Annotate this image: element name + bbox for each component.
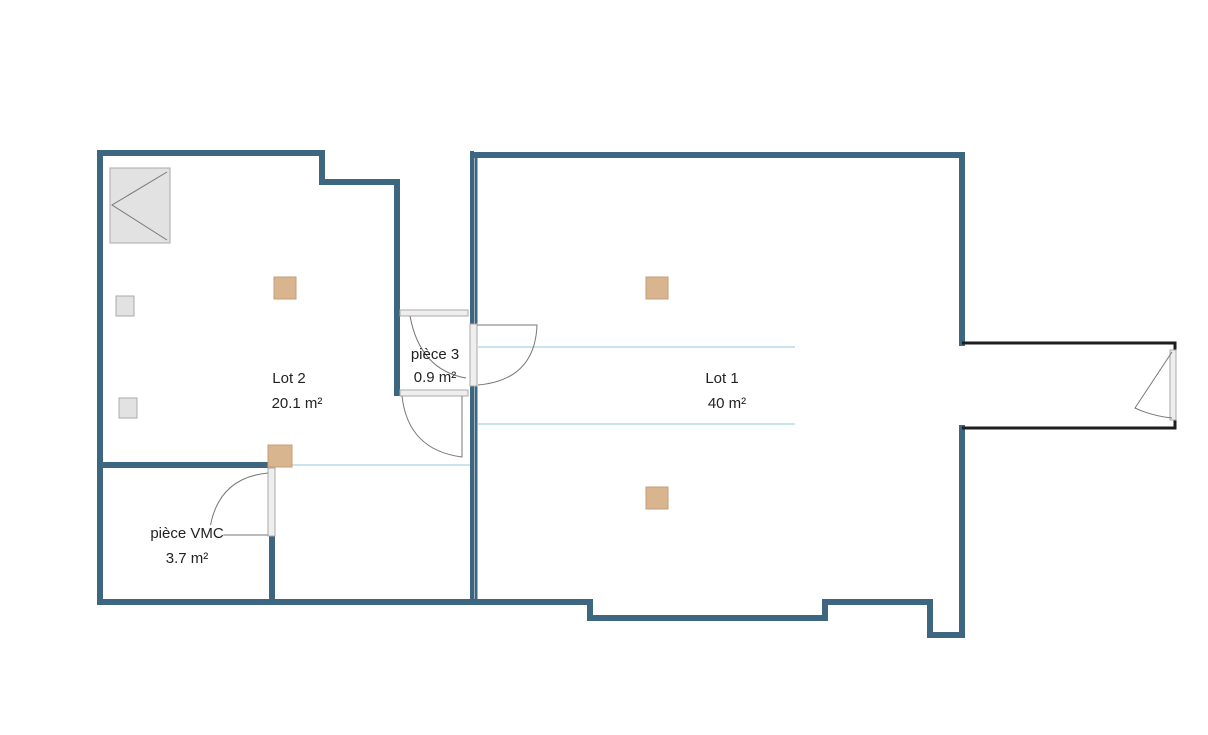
room-label-pièce3: pièce 3 0.9 m²: [411, 346, 459, 386]
lot1-wall-lower: [473, 425, 965, 638]
corridor-door-swing: [1134, 351, 1173, 419]
room-name: Lot 1: [705, 370, 739, 387]
fixture-icon: [645, 276, 669, 300]
fixture-icon: [645, 486, 669, 510]
room-name: pièce VMC: [150, 525, 224, 542]
lot1-wall: [473, 152, 965, 346]
room-label-vmc: pièce VMC 3.7 m²: [150, 525, 224, 567]
room-area: 40 m²: [707, 395, 747, 412]
lot1-door-swing: [477, 324, 538, 386]
pièce3-bottom-panel: [399, 389, 469, 397]
lot2-door-swing: [401, 395, 463, 458]
corridor-wall-top: [962, 341, 1177, 350]
roof-window-opening: [111, 171, 168, 241]
room-area: 20.1 m²: [271, 395, 323, 412]
pièce3-door-swing: [409, 315, 467, 379]
vmc-door-panel[interactable]: [267, 467, 276, 537]
room-name: Lot 2: [272, 370, 306, 387]
vent-icon: [115, 295, 135, 317]
roof-window-icon: [109, 167, 171, 244]
room-label-lot2: Lot 2 20.1 m²: [256, 370, 323, 412]
vent-icon: [118, 397, 138, 419]
fixture-icon: [267, 444, 293, 468]
pièce3-top-panel: [399, 309, 469, 317]
corridor-door-panel[interactable]: [1169, 349, 1177, 421]
corridor-wall-bottom: [962, 420, 1177, 430]
fixture-icon: [273, 276, 297, 300]
room-name: pièce 3: [410, 346, 460, 363]
lot2-wall: [97, 150, 475, 605]
room-label-lot1: Lot 1 40 m²: [698, 370, 746, 412]
room-area: 3.7 m²: [165, 550, 209, 567]
room-area: 0.9 m²: [413, 369, 457, 386]
lot1-door-panel[interactable]: [469, 323, 478, 387]
